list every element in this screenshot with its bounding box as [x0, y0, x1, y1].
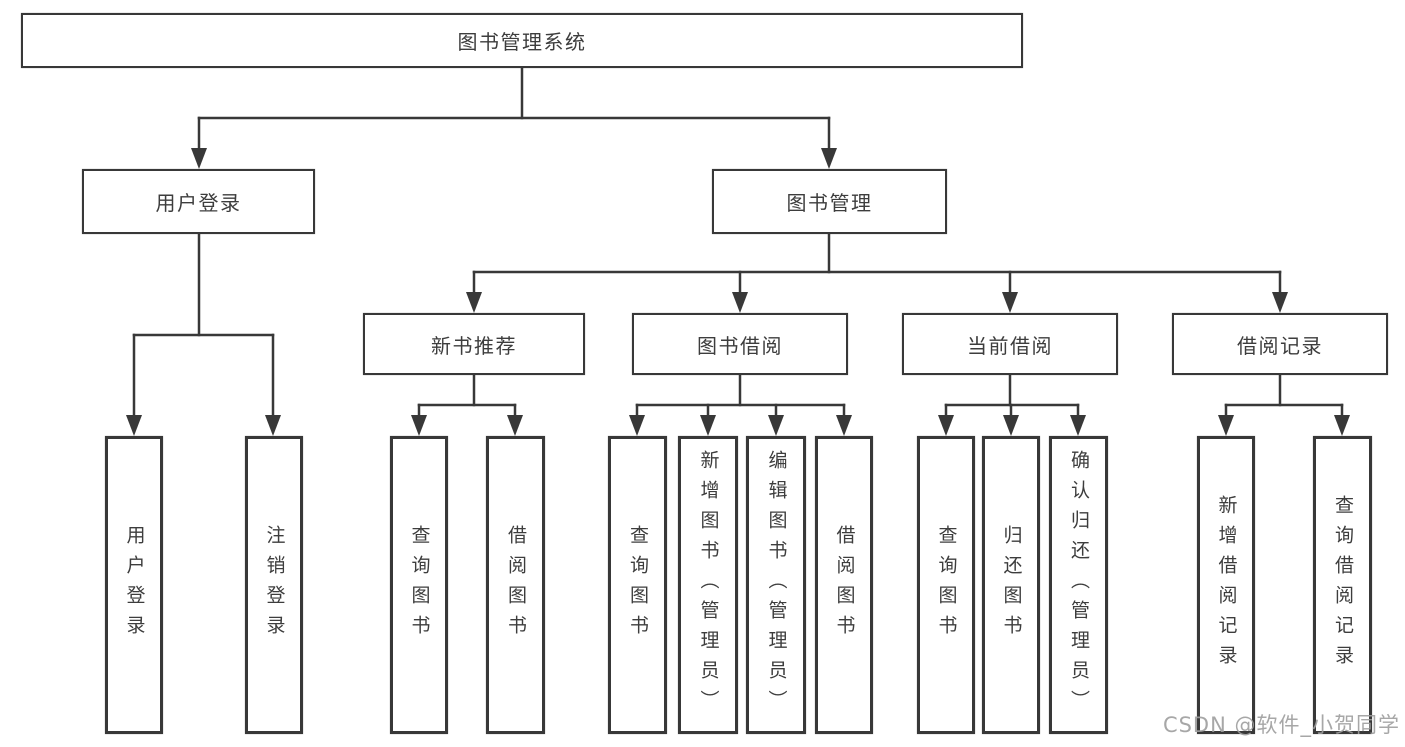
csdn-watermark: CSDN @软件_小贺同学 — [1162, 713, 1400, 737]
node-current-borrowing: 当前借阅 — [902, 313, 1118, 375]
node-borrowing-records: 借阅记录 — [1172, 313, 1388, 375]
leaf-confirm-return-admin: 确认归还（管理员） — [1049, 436, 1108, 734]
leaf-logout: 注销登录 — [245, 436, 303, 734]
leaf-add-book-admin: 新增图书（管理员） — [678, 436, 738, 734]
connector-bookborrow-to-leaves — [629, 373, 852, 436]
node-book-management: 图书管理 — [712, 169, 947, 234]
node-new-book-recommendation: 新书推荐 — [363, 313, 585, 375]
node-book-management-system: 图书管理系统 — [21, 13, 1023, 68]
connector-newbook-to-leaves — [411, 373, 523, 436]
connector-root-to-level2 — [191, 66, 837, 169]
connector-userlogin-to-leaves — [126, 232, 281, 436]
leaf-query-borrow-record: 查询借阅记录 — [1313, 436, 1372, 734]
leaf-query-books-borrowing: 查询图书 — [608, 436, 667, 734]
leaf-query-books-recommend: 查询图书 — [390, 436, 448, 734]
connector-currentborrow-to-leaves — [938, 373, 1086, 436]
connector-bookmgmt-to-level3 — [466, 232, 1288, 313]
node-user-login: 用户登录 — [82, 169, 315, 234]
leaf-add-borrow-record: 新增借阅记录 — [1197, 436, 1255, 734]
connector-borrowrecords-to-leaves — [1218, 373, 1350, 436]
leaf-user-login: 用户登录 — [105, 436, 163, 734]
leaf-borrow-books-recommend: 借阅图书 — [486, 436, 545, 734]
leaf-borrow-books-borrowing: 借阅图书 — [815, 436, 873, 734]
node-book-borrowing: 图书借阅 — [632, 313, 848, 375]
leaf-edit-book-admin: 编辑图书（管理员） — [746, 436, 806, 734]
leaf-query-books-current: 查询图书 — [917, 436, 975, 734]
leaf-return-book: 归还图书 — [982, 436, 1040, 734]
